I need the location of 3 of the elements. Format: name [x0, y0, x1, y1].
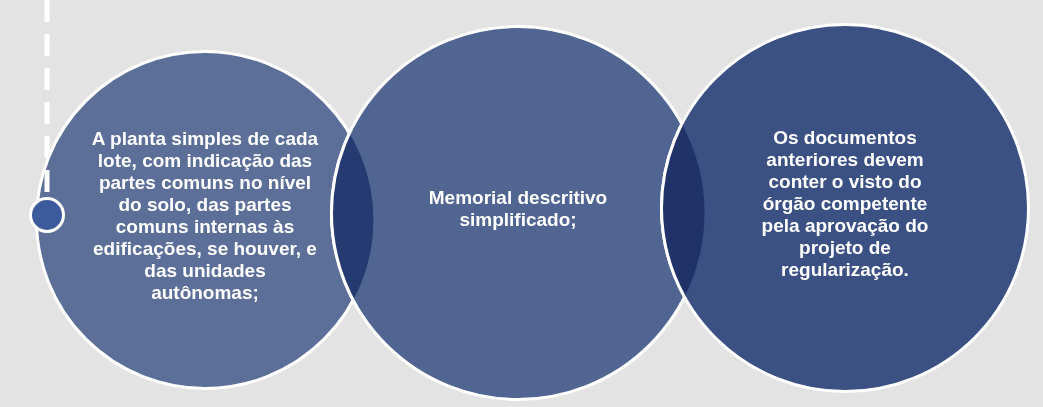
circle-text: A planta simples de cada lote, com indicação das partes comuns no nível do solo, das partes comuns internas às edificações, se houver, e das unidades autônomas;: [91, 128, 319, 304]
circle-text: Memorial descritivo simplificado;: [427, 187, 609, 231]
circle-text: Os documentos anteriores devem conter o visto do órgão competente pela aprovação do projeto de regularização.: [760, 127, 930, 281]
